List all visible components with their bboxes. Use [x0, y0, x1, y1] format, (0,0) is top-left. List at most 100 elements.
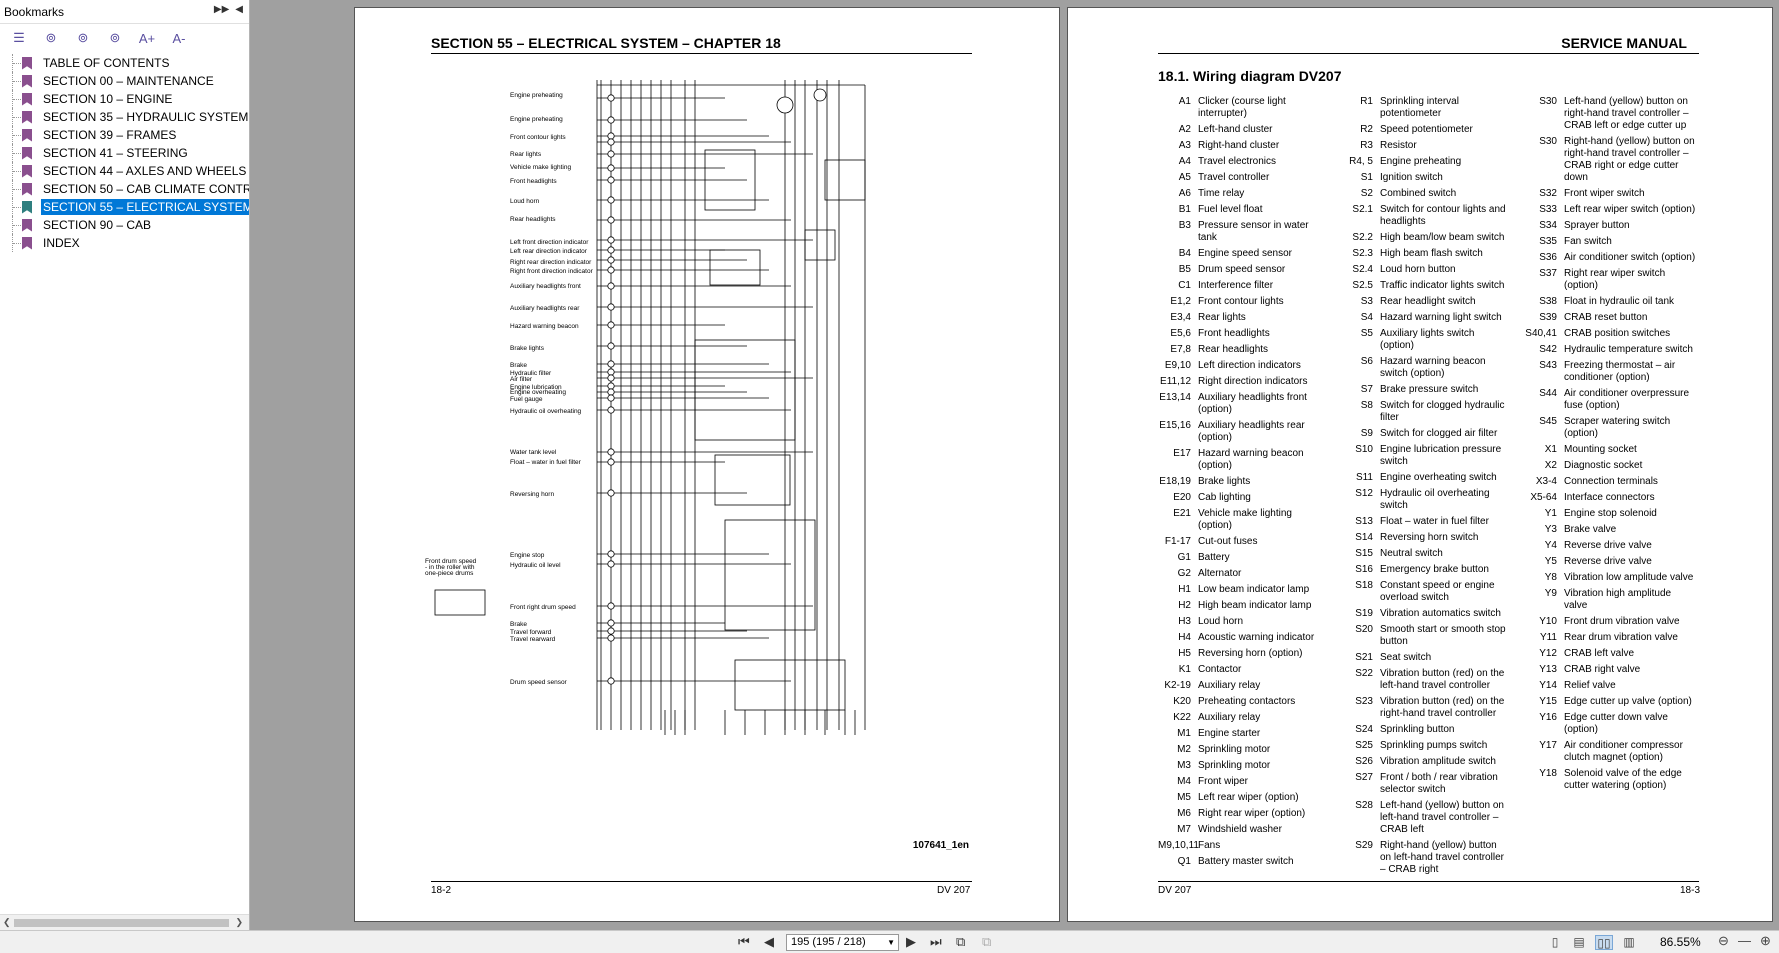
title-rule	[431, 53, 972, 54]
tree-connector	[12, 108, 22, 126]
single-page-icon[interactable]: ▯	[1551, 935, 1559, 949]
component-description: Fans	[1198, 840, 1221, 851]
component-description: Edge cutter down valve (option)	[1564, 712, 1668, 735]
tree-connector	[12, 90, 22, 108]
zoom-in-icon[interactable]: ⊕	[1760, 933, 1771, 948]
schematic-label: Front headlights	[510, 178, 557, 185]
wire-segment	[607, 132, 615, 140]
bookmark-label: SECTION 35 – HYDRAULIC SYSTEM	[43, 110, 249, 124]
panel-expand-icon[interactable]: ▶▶	[213, 4, 230, 15]
bookmark-item[interactable]: SECTION 90 – CAB	[0, 216, 249, 234]
zoom-slider[interactable]: —	[1738, 933, 1751, 948]
bookmark-expand-icon[interactable]: ⊚	[77, 30, 89, 45]
wire-segment	[607, 150, 615, 158]
next-view-icon[interactable]: ⧉	[982, 934, 992, 949]
component-description: Time relay	[1198, 188, 1245, 199]
bookmark-icon	[22, 218, 32, 232]
model-label-right: DV 207	[1158, 885, 1192, 896]
schematic-label: Hydraulic filter	[510, 370, 552, 377]
component-description: CRAB reset button	[1564, 312, 1648, 323]
component-code: S2.5	[1352, 280, 1373, 291]
panel-collapse-icon[interactable]: ◀	[235, 4, 243, 15]
last-page-icon[interactable]: ⏭	[930, 934, 942, 949]
bookmark-item[interactable]: SECTION 50 – CAB CLIMATE CONTROL	[0, 180, 249, 198]
component-code: S42	[1539, 344, 1557, 355]
bookmark-item[interactable]: SECTION 55 – ELECTRICAL SYSTEM	[0, 198, 249, 216]
component-description: Vibration button (red) on the right-hand…	[1380, 696, 1505, 719]
component-code: M5	[1177, 792, 1191, 803]
scroll-right-icon[interactable]: ❯	[235, 917, 243, 927]
wire-segment	[776, 96, 794, 114]
component-code: S14	[1355, 532, 1373, 543]
zoom-out-icon[interactable]: ⊖	[1718, 933, 1729, 948]
bookmark-item[interactable]: SECTION 41 – STEERING	[0, 144, 249, 162]
prev-page-icon[interactable]: ◀	[764, 934, 774, 949]
bookmark-icon	[22, 146, 32, 160]
scrollbar-thumb[interactable]	[14, 919, 229, 927]
component-description: Left-hand cluster	[1198, 124, 1273, 135]
component-description: Battery master switch	[1198, 856, 1294, 867]
bookmark-list-icon[interactable]: ☰	[13, 30, 25, 45]
prev-view-icon[interactable]: ⧉	[956, 934, 966, 949]
facing-icon[interactable]: ▯▯	[1595, 935, 1613, 950]
bookmark-item[interactable]: SECTION 00 – MAINTENANCE	[0, 72, 249, 90]
component-code: S23	[1355, 696, 1373, 707]
component-code: H5	[1178, 648, 1191, 659]
component-code: Y15	[1539, 696, 1557, 707]
bookmark-item[interactable]: SECTION 44 – AXLES AND WHEELS	[0, 162, 249, 180]
component-code: S43	[1539, 360, 1557, 371]
component-description: Rear headlight switch	[1380, 296, 1476, 307]
page-number-input[interactable]: 195 (195 / 218) ▼	[786, 934, 899, 951]
bookmarks-title: Bookmarks	[4, 4, 65, 19]
wire-segment	[607, 266, 615, 274]
chevron-down-icon[interactable]: ▼	[887, 938, 895, 947]
tree-connector	[12, 198, 22, 216]
component-description: Travel controller	[1198, 172, 1270, 183]
bookmark-item[interactable]: INDEX	[0, 234, 249, 252]
zoom-level[interactable]: 86.55%	[1660, 935, 1701, 949]
next-page-icon[interactable]: ▶	[906, 934, 916, 949]
font-decrease-icon[interactable]: A-	[172, 30, 186, 46]
component-code: S30	[1539, 136, 1557, 147]
component-code: H2	[1178, 600, 1191, 611]
bookmark-item[interactable]: SECTION 39 – FRAMES	[0, 126, 249, 144]
component-code: Y5	[1544, 556, 1557, 567]
schematic-label: Air filter	[510, 376, 533, 383]
component-description: Switch for clogged air filter	[1380, 428, 1498, 439]
component-code: A6	[1178, 188, 1191, 199]
wire-segment	[607, 634, 615, 642]
wire-segment	[607, 619, 615, 627]
font-increase-icon[interactable]: A+	[138, 30, 156, 46]
bookmark-item[interactable]: TABLE OF CONTENTS	[0, 54, 249, 72]
continuous-icon[interactable]: ▤	[1573, 935, 1585, 949]
bookmark-item[interactable]: SECTION 35 – HYDRAULIC SYSTEM	[0, 108, 249, 126]
bookmark-item[interactable]: SECTION 10 – ENGINE	[0, 90, 249, 108]
first-page-icon[interactable]: ⏮	[738, 934, 750, 949]
continuous-facing-icon[interactable]: ▥	[1623, 935, 1635, 949]
bookmark-goto-icon[interactable]: ⊚	[45, 30, 57, 45]
bookmark-collapse-icon[interactable]: ⊚	[109, 30, 121, 45]
scroll-left-icon[interactable]: ❮	[3, 917, 11, 927]
component-code: S3	[1360, 296, 1373, 307]
component-description: Front contour lights	[1198, 296, 1284, 307]
component-description: Diagnostic socket	[1564, 460, 1643, 471]
component-description: Mounting socket	[1564, 444, 1637, 455]
bookmark-label: SECTION 44 – AXLES AND WHEELS	[43, 164, 247, 178]
sidebar-scrollbar[interactable]: ❮ ❯	[0, 914, 249, 930]
